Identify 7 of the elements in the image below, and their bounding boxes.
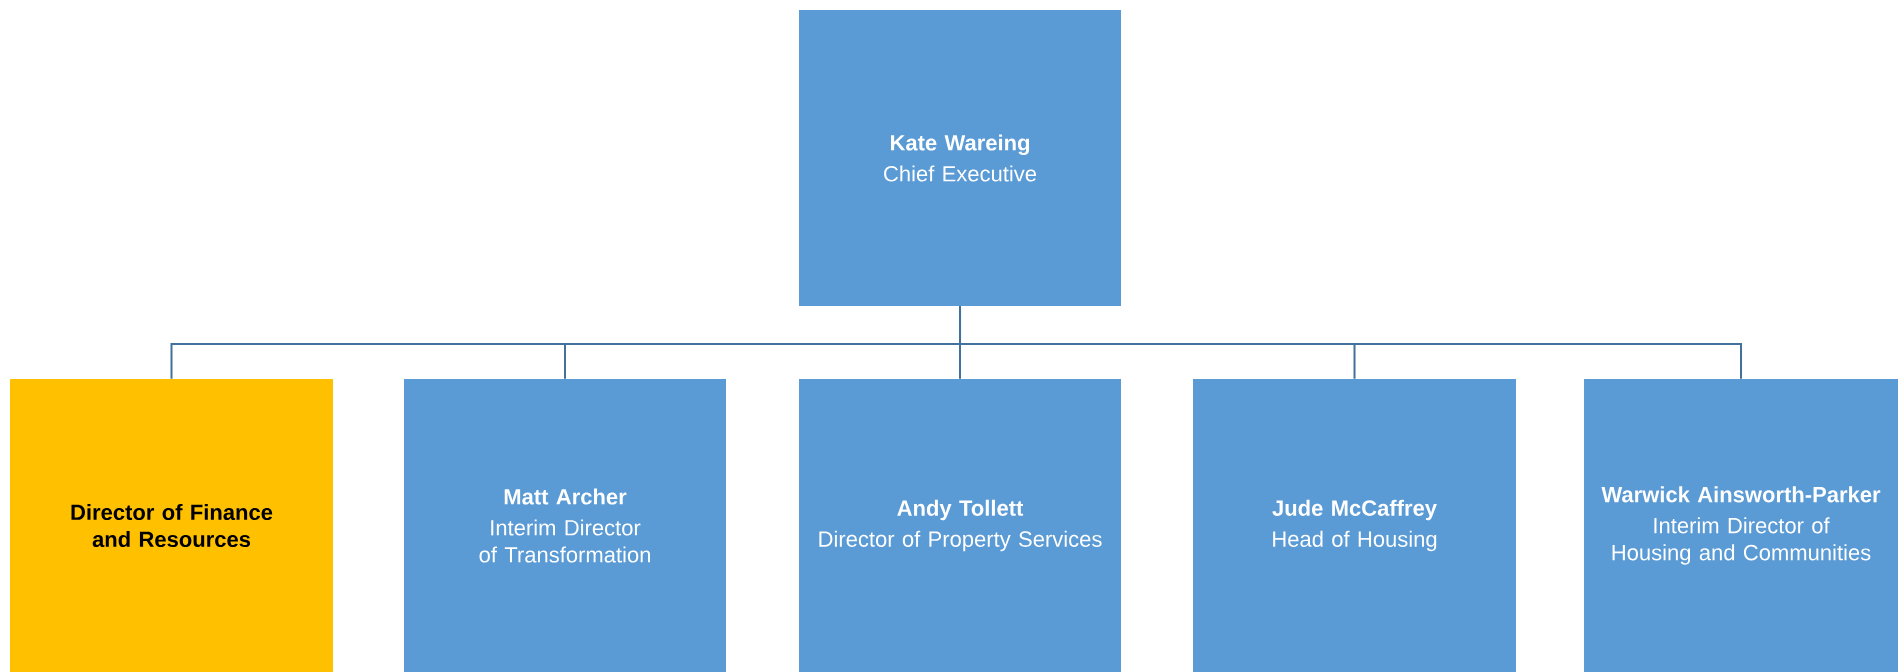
connector-line [959,305,1742,380]
org-box: Jude McCaffrey Head of Housing [1193,379,1516,672]
org-box: Director of Finance and Resources [10,379,333,672]
org-box: Matt Archer Interim Director of Transformation [404,379,726,672]
org-box: Andy Tollett Director of Property Services [799,379,1121,672]
org-box: Kate Wareing Chief Executive [799,10,1121,306]
org-box: Warwick Ainsworth-Parker Interim Director of Housing and Communities [1584,379,1898,672]
